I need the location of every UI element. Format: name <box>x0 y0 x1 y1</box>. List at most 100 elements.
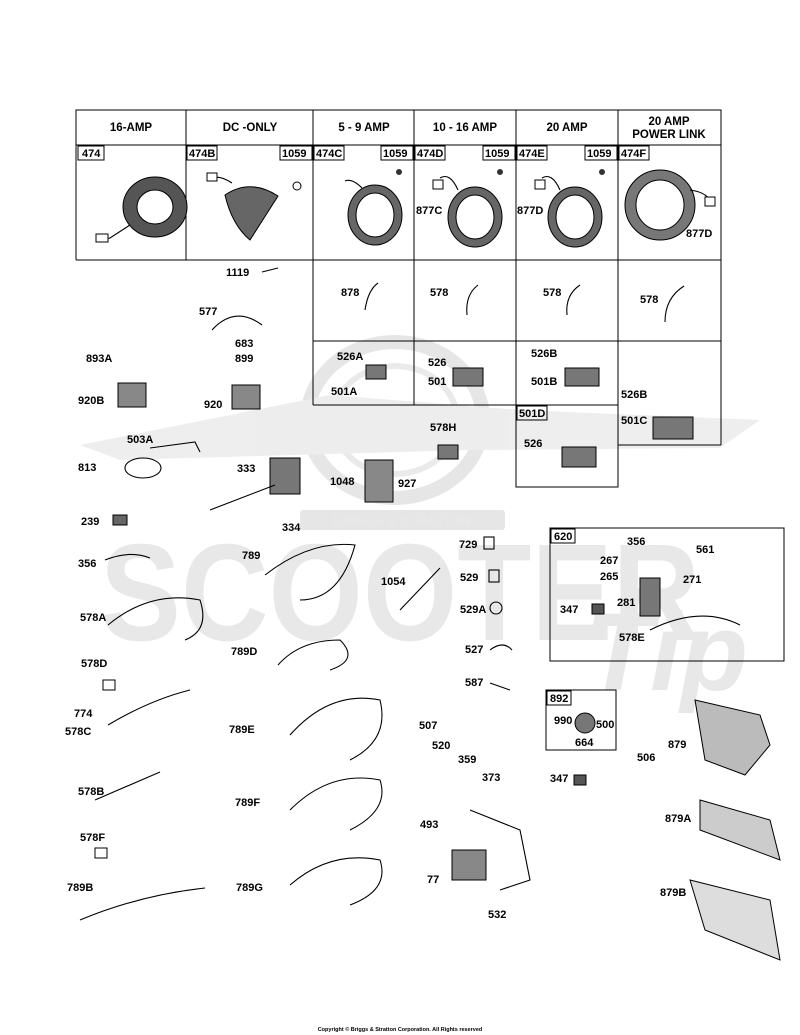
module-501B <box>564 367 600 387</box>
tie-1054 <box>399 567 441 611</box>
clamp-587 <box>489 682 511 691</box>
label-520: 520 <box>432 740 450 752</box>
label-1059-c: 1059 <box>485 148 509 160</box>
watermark: BRIGGS & STRATTON SCOOTER Tip <box>80 335 760 714</box>
cable-577 <box>211 315 263 331</box>
stator-474B <box>206 172 302 241</box>
label-526A: 526A <box>337 351 363 363</box>
label-474F: 474F <box>621 148 646 160</box>
label-529A: 529A <box>460 604 486 616</box>
wire-578B <box>94 771 161 801</box>
module-501 <box>452 367 484 387</box>
lead-878 <box>364 282 379 311</box>
label-789F: 789F <box>235 797 260 809</box>
label-526-b: 526 <box>524 438 542 450</box>
label-813: 813 <box>78 462 96 474</box>
label-77: 77 <box>427 874 439 886</box>
part-illustrations <box>79 169 785 961</box>
label-578-b: 578 <box>543 287 561 299</box>
table-header-row <box>75 109 722 146</box>
label-893A: 893A <box>86 353 112 365</box>
label-507: 507 <box>419 720 437 732</box>
label-501B: 501B <box>531 376 557 388</box>
clip-529 <box>488 569 500 583</box>
label-578E: 578E <box>619 632 645 644</box>
col-header-20amp-power-link-line2: POWER LINK <box>632 129 706 141</box>
label-879A: 879A <box>665 813 691 825</box>
solenoid-920 <box>231 384 261 410</box>
harness-578A <box>107 597 204 641</box>
label-333: 333 <box>237 463 255 475</box>
label-532: 532 <box>488 909 506 921</box>
label-729: 729 <box>459 539 477 551</box>
wire-356 <box>104 553 151 561</box>
stator-474 <box>95 176 188 243</box>
label-578F: 578F <box>80 832 105 844</box>
label-1059-a: 1059 <box>282 148 306 160</box>
copyright-footer: Copyright © Briggs & Stratton Corporatio… <box>318 1026 483 1033</box>
module-501D <box>561 446 597 468</box>
label-501A: 501A <box>331 386 357 398</box>
label-334: 334 <box>282 522 301 534</box>
connector-578H <box>437 444 459 460</box>
lead-578-a <box>466 284 479 316</box>
label-501D: 501D <box>519 408 545 420</box>
box-620 <box>549 527 785 662</box>
watermark-brand: SCOOTER <box>100 516 700 670</box>
label-877C: 877C <box>416 205 442 217</box>
label-578A: 578A <box>80 612 106 624</box>
connector-578D <box>102 679 116 691</box>
label-578B: 578B <box>78 786 104 798</box>
regulator-1048 <box>364 459 394 503</box>
label-474C: 474C <box>316 148 342 160</box>
guard-879 <box>694 699 771 776</box>
label-527: 527 <box>465 644 483 656</box>
harness-789 <box>264 543 356 601</box>
guard-879A <box>699 799 781 861</box>
stator-474F <box>624 169 716 241</box>
label-789B: 789B <box>67 882 93 894</box>
label-578C: 578C <box>65 726 91 738</box>
label-578H: 578H <box>430 422 456 434</box>
module-501A <box>365 364 387 380</box>
label-500: 500 <box>596 719 614 731</box>
label-526: 526 <box>428 357 446 369</box>
label-493: 493 <box>420 819 438 831</box>
label-267: 267 <box>600 555 618 567</box>
label-239: 239 <box>81 516 99 528</box>
label-789D: 789D <box>231 646 257 658</box>
col-header-20amp-power-link-line1: 20 AMP <box>648 116 689 128</box>
label-877D-b: 877D <box>686 228 712 240</box>
label-281: 281 <box>617 597 635 609</box>
label-789E: 789E <box>229 724 255 736</box>
label-578D: 578D <box>81 658 107 670</box>
harness-789G <box>289 857 383 906</box>
label-990: 990 <box>554 715 572 727</box>
grommet-529A <box>489 601 503 615</box>
label-879B: 879B <box>660 887 686 899</box>
label-356-a: 356 <box>78 558 96 570</box>
stator-474E <box>534 169 605 248</box>
label-347-b: 347 <box>550 773 568 785</box>
clamp-527 <box>489 644 513 651</box>
bracket-493 <box>469 809 531 891</box>
label-1059-b: 1059 <box>383 148 407 160</box>
label-356-b: 356 <box>627 536 645 548</box>
col-header-20amp: 20 AMP <box>546 122 587 134</box>
clamp-813 <box>124 457 162 479</box>
label-878: 878 <box>341 287 359 299</box>
label-927: 927 <box>398 478 416 490</box>
module-501C <box>652 416 694 440</box>
label-529: 529 <box>460 572 478 584</box>
harness-578C <box>107 689 191 726</box>
label-1054: 1054 <box>381 576 406 588</box>
label-1059-d: 1059 <box>587 148 611 160</box>
box-892 <box>545 689 617 751</box>
switch-347-a <box>591 603 605 615</box>
label-774: 774 <box>74 708 93 720</box>
harness-789B <box>79 887 206 921</box>
label-474B: 474B <box>189 148 215 160</box>
label-892: 892 <box>550 693 568 705</box>
col-header-10-16amp: 10 - 16 AMP <box>433 122 497 134</box>
